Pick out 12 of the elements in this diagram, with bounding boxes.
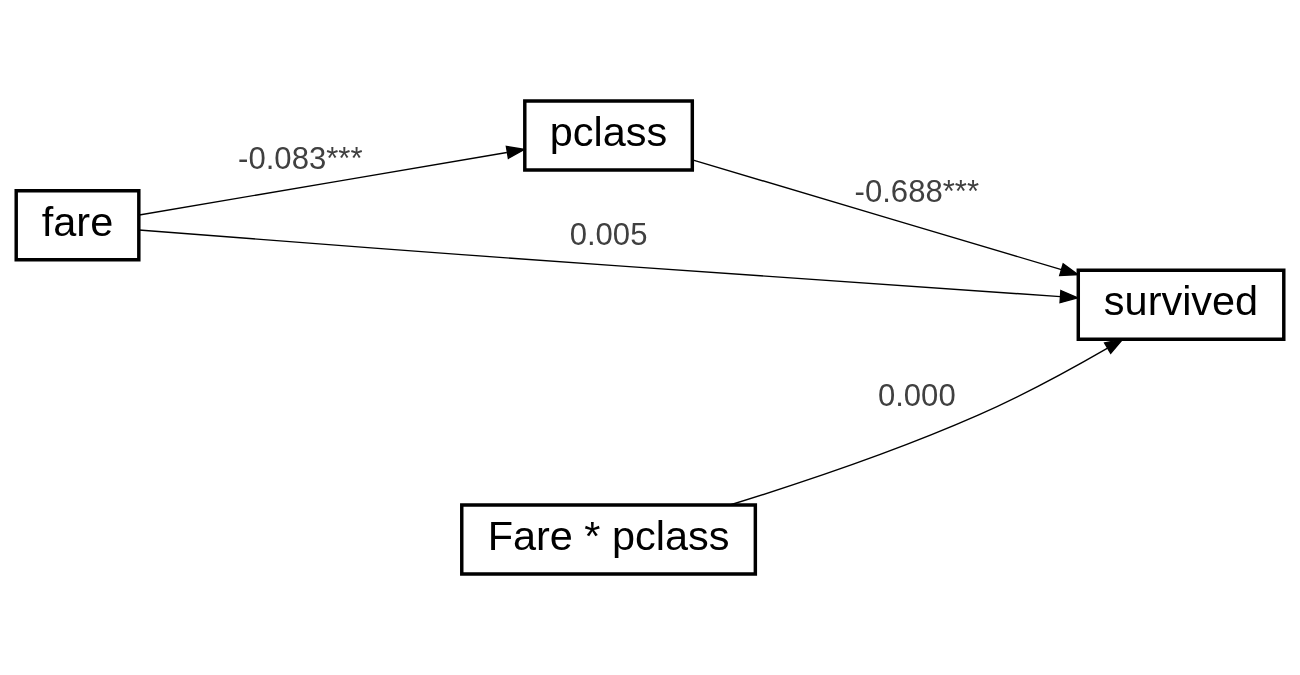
edge-label: -0.688*** bbox=[854, 173, 980, 209]
node-box: fare bbox=[14, 189, 141, 262]
node-box: pclass bbox=[523, 99, 695, 172]
node-box: survived bbox=[1076, 268, 1286, 341]
arrow bbox=[138, 145, 527, 216]
edge-label: -0.083*** bbox=[238, 140, 363, 176]
node-box: Fare * pclass bbox=[460, 503, 758, 576]
arrow bbox=[729, 338, 1125, 506]
edge-label: 0.000 bbox=[877, 377, 956, 413]
edge-label: 0.005 bbox=[569, 216, 648, 252]
arrow bbox=[691, 159, 1080, 277]
arrow bbox=[138, 229, 1080, 304]
